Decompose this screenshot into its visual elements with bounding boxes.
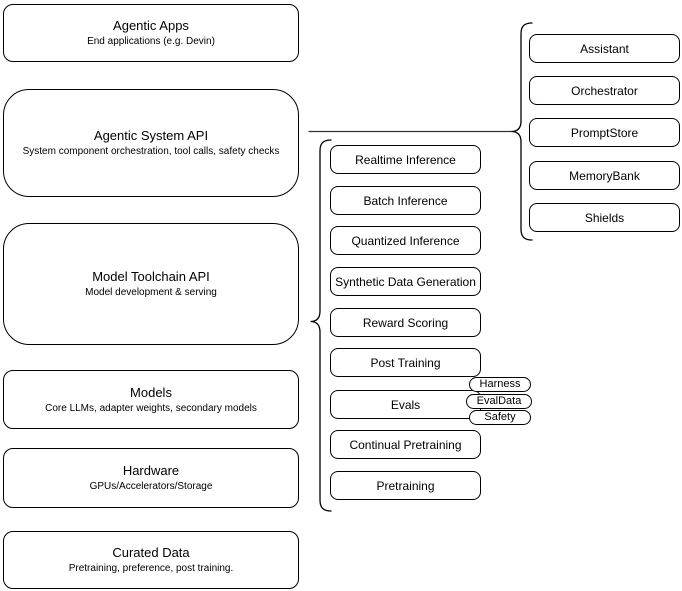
node-synthetic-data-generation: Synthetic Data Generation <box>330 267 481 296</box>
node-label: Post Training <box>370 355 441 370</box>
node-memorybank: MemoryBank <box>529 161 680 190</box>
node-label: Quantized Inference <box>351 233 460 248</box>
node-label: Pretraining <box>376 478 435 493</box>
node-post-training: Post Training <box>330 348 481 377</box>
node-title: Agentic System API <box>93 128 209 143</box>
node-title: Agentic Apps <box>113 18 189 33</box>
node-label: Evals <box>390 397 421 412</box>
node-realtime-inference: Realtime Inference <box>330 145 481 174</box>
node-promptstore: PromptStore <box>529 118 680 147</box>
badge-label: Harness <box>479 378 521 390</box>
node-evals: Evals <box>330 390 481 419</box>
node-title: Hardware <box>122 463 180 478</box>
node-label: Shields <box>584 210 625 225</box>
node-continual-pretraining: Continual Pretraining <box>330 430 481 459</box>
node-subtitle: Core LLMs, adapter weights, secondary mo… <box>45 402 257 414</box>
node-label: Orchestrator <box>571 83 638 98</box>
badge-safety: Safety <box>469 410 531 425</box>
node-quantized-inference: Quantized Inference <box>330 226 481 255</box>
node-reward-scoring: Reward Scoring <box>330 308 481 337</box>
node-title: Curated Data <box>112 545 190 560</box>
node-shields: Shields <box>529 203 680 232</box>
node-pretraining: Pretraining <box>330 471 481 500</box>
node-batch-inference: Batch Inference <box>330 186 481 215</box>
badge-harness: Harness <box>469 377 531 392</box>
node-title: Model Toolchain API <box>92 269 210 284</box>
node-agentic-apps: Agentic Apps End applications (e.g. Devi… <box>3 4 299 62</box>
node-model-toolchain-api: Model Toolchain API Model development & … <box>3 223 299 345</box>
badge-label: EvalData <box>476 395 522 407</box>
node-title: Models <box>130 384 172 400</box>
node-agentic-system-api: Agentic System API System component orch… <box>3 89 299 197</box>
node-subtitle: GPUs/Accelerators/Storage <box>89 481 213 492</box>
node-label: MemoryBank <box>569 168 640 183</box>
node-label: Batch Inference <box>363 193 448 208</box>
node-label: Synthetic Data Generation <box>335 274 476 289</box>
node-label: Reward Scoring <box>362 315 449 330</box>
badge-evaldata: EvalData <box>466 394 532 409</box>
node-subtitle: Pretraining, preference, post training. <box>68 563 234 574</box>
node-subtitle: System component orchestration, tool cal… <box>22 146 280 157</box>
node-label: Continual Pretraining <box>349 437 462 452</box>
node-label: PromptStore <box>570 125 639 140</box>
node-curated-data: Curated Data Pretraining, preference, po… <box>3 531 299 589</box>
node-assistant: Assistant <box>529 34 680 63</box>
node-label: Realtime Inference <box>355 152 456 167</box>
toolchain-components-brace <box>310 139 332 512</box>
node-subtitle: Model development & serving <box>85 287 217 298</box>
node-subtitle: End applications (e.g. Devin) <box>87 36 215 47</box>
node-orchestrator: Orchestrator <box>529 76 680 105</box>
node-label: Assistant <box>580 41 629 56</box>
badge-label: Safety <box>484 411 516 423</box>
node-models: Models Core LLMs, adapter weights, secon… <box>3 370 299 429</box>
node-hardware: Hardware GPUs/Accelerators/Storage <box>3 448 299 508</box>
